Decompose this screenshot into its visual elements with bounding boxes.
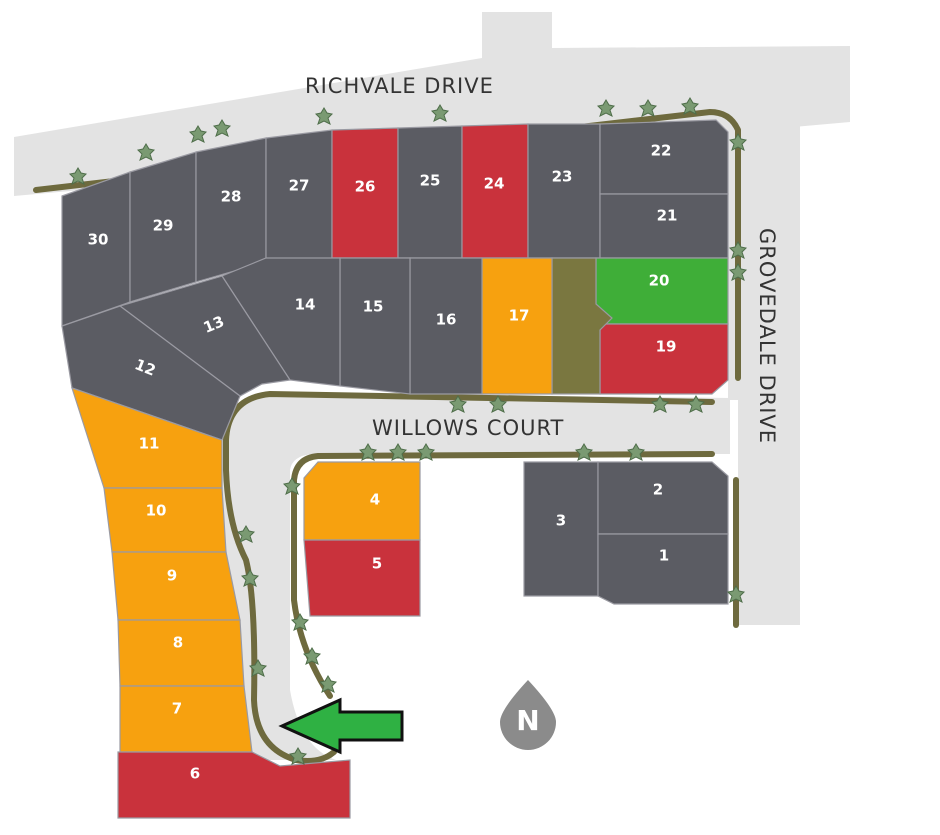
tree-icon: [68, 167, 88, 185]
tree-icon: [188, 125, 208, 143]
lots: [61, 119, 729, 819]
tree-icon: [416, 443, 436, 461]
willows-court-label: WILLOWS COURT: [372, 416, 564, 440]
tree-icon: [288, 747, 308, 765]
lot-17[interactable]: [481, 257, 553, 395]
tree-icon: [314, 107, 334, 125]
tree-icon: [596, 99, 616, 117]
lot-label-29: 29: [153, 217, 174, 235]
tree-icon: [430, 104, 450, 122]
lot-label-22: 22: [651, 142, 672, 160]
tree-icon: [302, 647, 322, 665]
lot-10[interactable]: [103, 487, 227, 553]
tree-icon: [728, 263, 748, 281]
lot-label-4: 4: [370, 491, 380, 509]
lot-label-17: 17: [509, 307, 530, 325]
lot-label-15: 15: [363, 298, 384, 316]
tree-icon: [686, 395, 706, 413]
lot-label-9: 9: [167, 567, 177, 585]
north-compass-icon: N: [500, 680, 556, 750]
lot-label-19: 19: [656, 338, 677, 356]
lot-label-27: 27: [289, 177, 310, 195]
lot-label-6: 6: [190, 765, 200, 783]
lot-label-21: 21: [657, 207, 678, 225]
tree-icon: [638, 99, 658, 117]
lot-27[interactable]: [265, 129, 333, 263]
grovedale-drive-road: [728, 110, 800, 625]
tree-icon: [212, 119, 232, 137]
tree-icon: [726, 585, 746, 603]
tree-icon: [388, 443, 408, 461]
richvale-curb: [33, 109, 741, 381]
lot-6[interactable]: [117, 751, 351, 819]
north-letter: N: [516, 704, 539, 737]
lot-2[interactable]: [597, 461, 729, 535]
lot-label-26: 26: [355, 178, 376, 196]
lot-12[interactable]: [61, 305, 241, 441]
lot-label-23: 23: [552, 168, 573, 186]
lot-label-7: 7: [172, 700, 182, 718]
lot-label-10: 10: [146, 502, 167, 520]
lot-label-3: 3: [556, 512, 566, 530]
tree-icon: [574, 443, 594, 461]
willows-court-road: [222, 392, 730, 760]
lot-23[interactable]: [527, 123, 601, 259]
lot-label-16: 16: [436, 311, 457, 329]
lot-25[interactable]: [397, 125, 463, 259]
lot-28[interactable]: [195, 137, 267, 283]
lot-labels: 30 29 28 27 26 25 24 23 22 21 20 19 17 1…: [88, 142, 678, 783]
lot-label-30: 30: [88, 231, 109, 249]
tree-icon: [282, 477, 302, 495]
lot-7[interactable]: [119, 685, 253, 753]
street-labels: RICHVALE DRIVE WILLOWS COURT GROVEDALE D…: [305, 74, 779, 444]
lot-label-2: 2: [653, 481, 663, 499]
lot-9[interactable]: [111, 551, 241, 621]
lot-label-14: 14: [295, 296, 316, 314]
tree-icon: [626, 443, 646, 461]
lot-label-20: 20: [649, 272, 670, 290]
tree-icon: [236, 525, 256, 543]
lot-4[interactable]: [303, 461, 421, 541]
grovedale-drive-label: GROVEDALE DRIVE: [755, 228, 779, 444]
lot-label-1: 1: [659, 547, 669, 565]
tree-icon: [358, 443, 378, 461]
entrance-arrow-icon: [278, 697, 404, 755]
lot-22[interactable]: [599, 119, 729, 195]
lot-label-25: 25: [420, 172, 441, 190]
tree-icon: [728, 241, 748, 259]
willows-south-curb: [291, 451, 715, 699]
tree-icon: [240, 569, 260, 587]
lot-15[interactable]: [339, 257, 411, 395]
lot-30[interactable]: [61, 171, 131, 327]
tree-icon: [728, 133, 748, 151]
tree-icon: [650, 395, 670, 413]
open-space-parcel: [551, 257, 613, 395]
lot-14[interactable]: [221, 257, 341, 387]
lot-5[interactable]: [303, 539, 421, 617]
lot-label-24: 24: [484, 175, 505, 193]
lot-label-8: 8: [173, 634, 183, 652]
tree-icon: [488, 395, 508, 413]
tree-icon: [318, 675, 338, 693]
lot-label-11: 11: [139, 435, 160, 453]
lot-label-5: 5: [372, 555, 382, 573]
lot-8[interactable]: [117, 619, 245, 687]
lot-20[interactable]: [595, 257, 729, 325]
tree-icon: [448, 395, 468, 413]
street-trees: [68, 97, 748, 765]
tree-icon: [680, 97, 700, 115]
tree-icon: [248, 659, 268, 677]
tree-icon: [136, 143, 156, 161]
lot-1[interactable]: [597, 533, 729, 605]
tree-icon: [290, 613, 310, 631]
richvale-drive-label: RICHVALE DRIVE: [305, 74, 494, 98]
lot-label-28: 28: [221, 188, 242, 206]
lot-21[interactable]: [599, 193, 729, 259]
lot-19[interactable]: [599, 323, 729, 395]
